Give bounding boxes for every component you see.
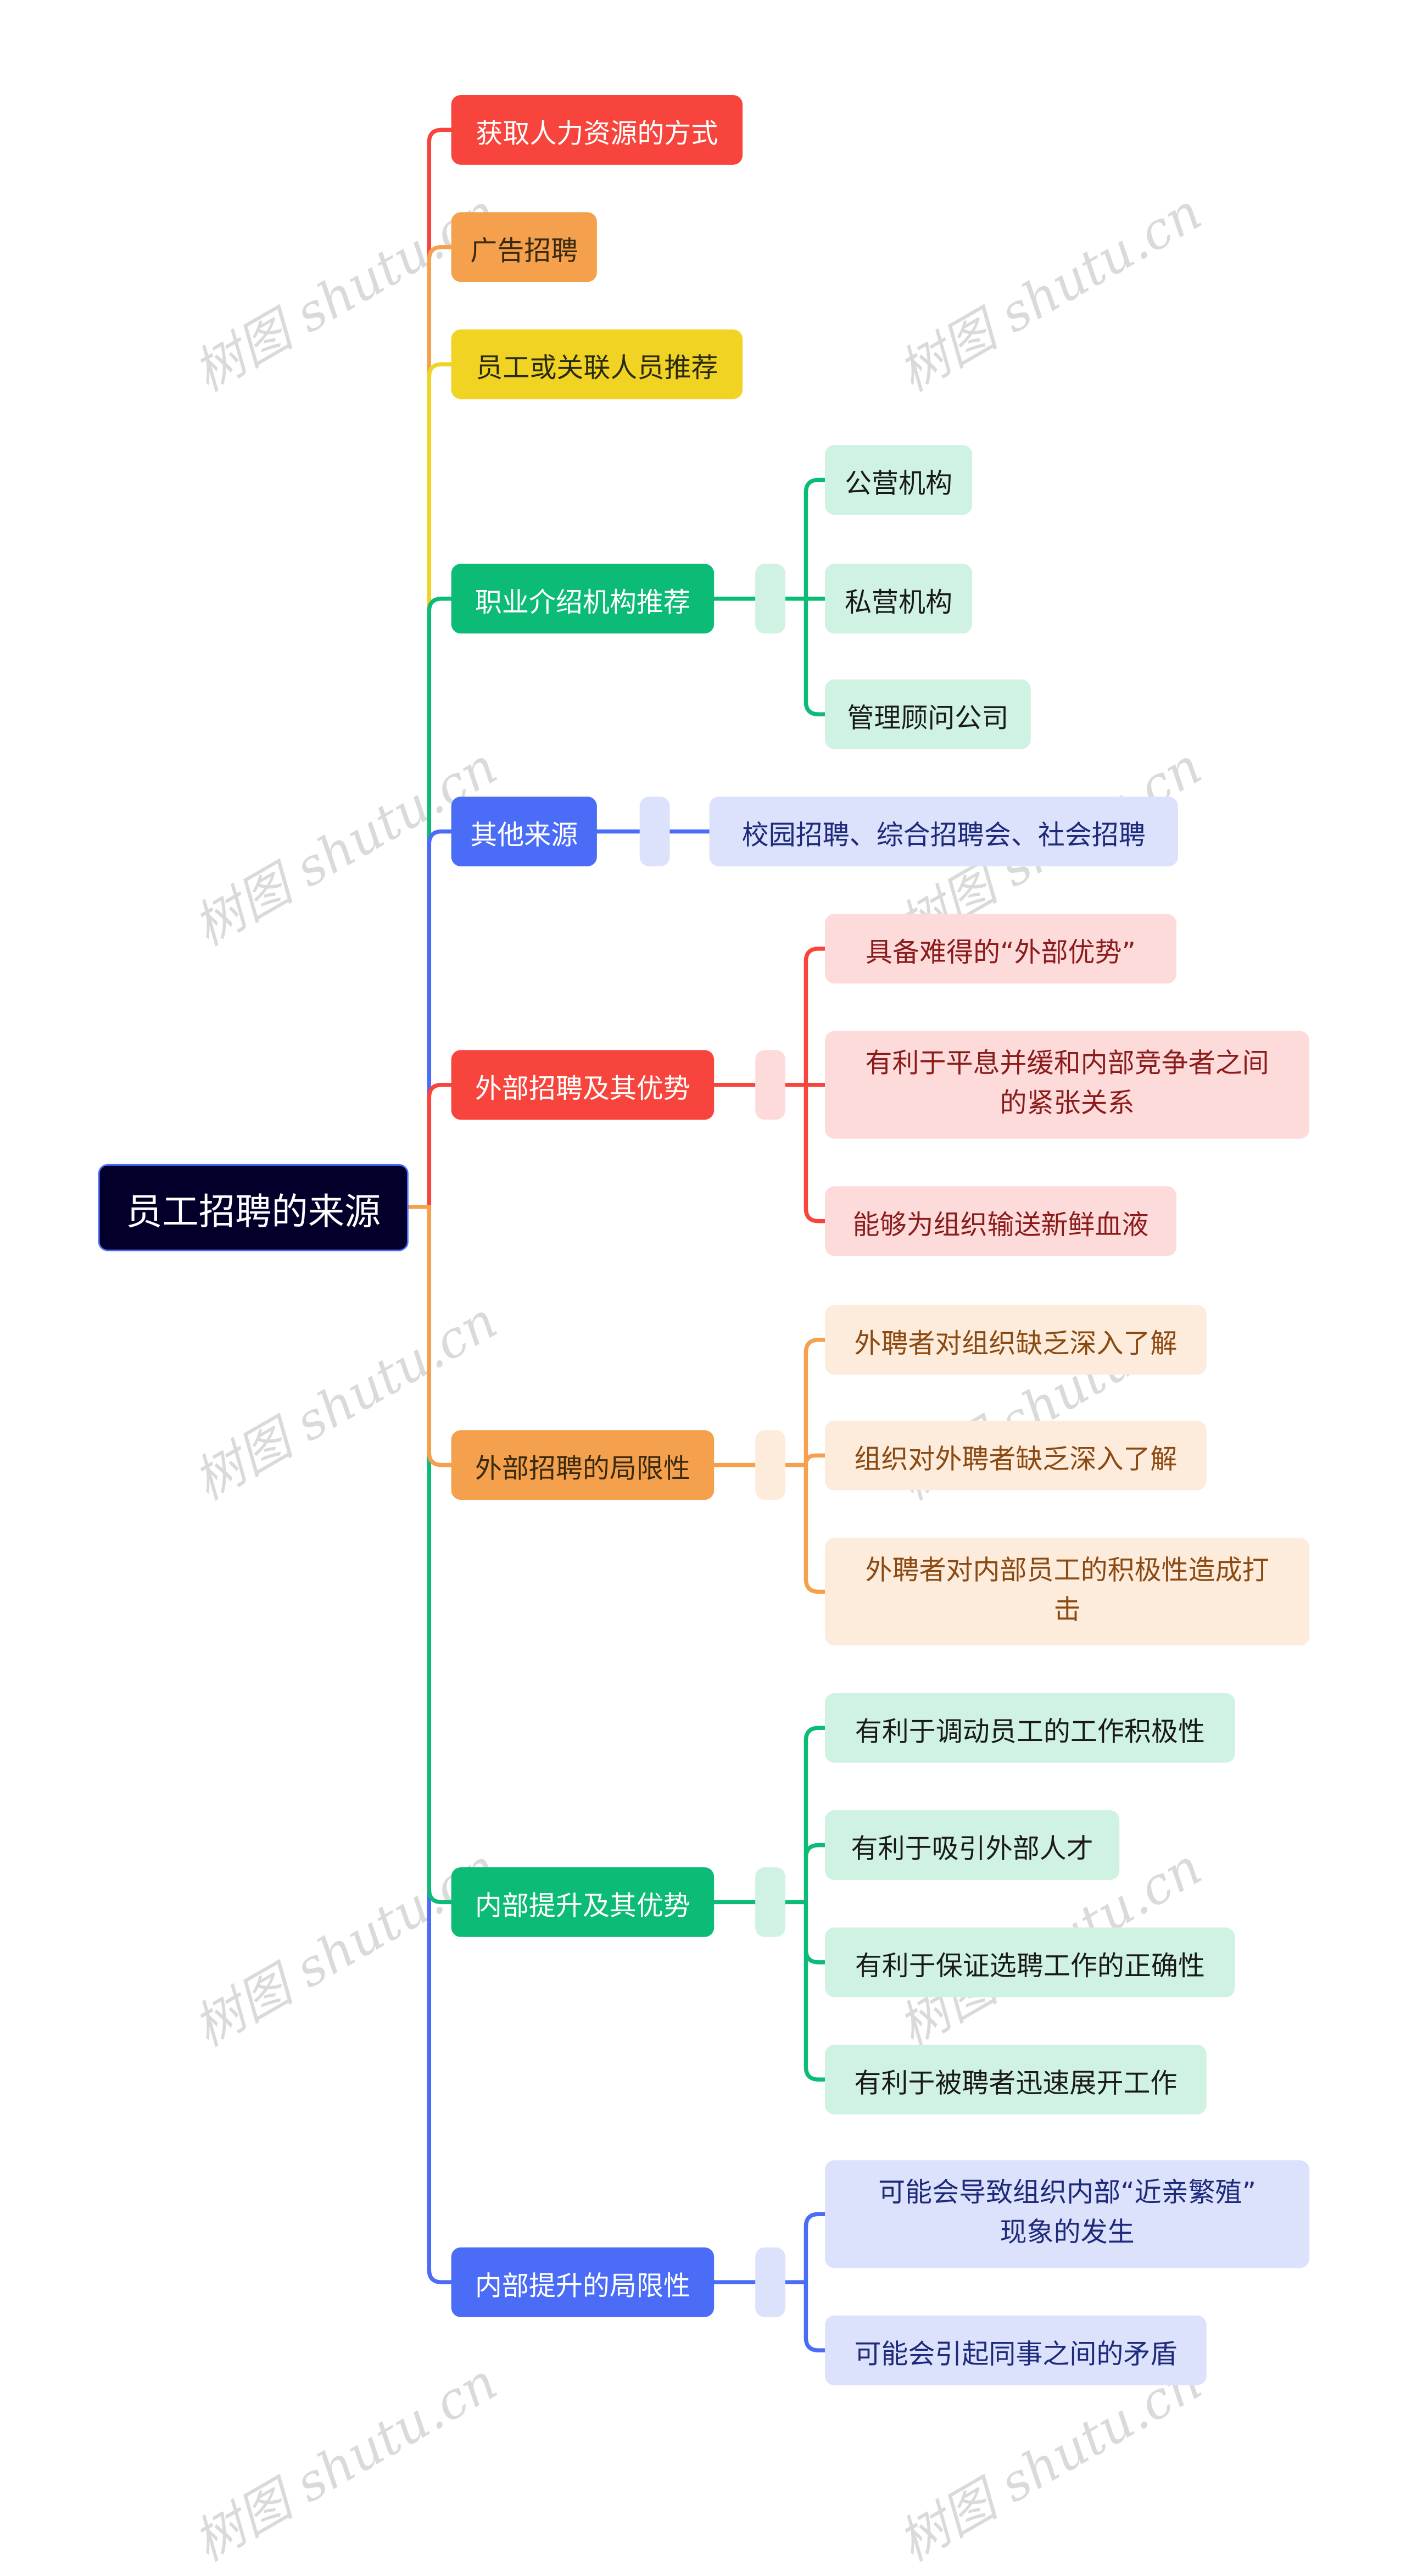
branch-collapse-toggle[interactable] (755, 2247, 785, 2317)
leaf-node[interactable]: 管理顾问公司 (824, 679, 1031, 749)
connector (712, 1338, 827, 1594)
leaf-node[interactable]: 组织对外聘者缺乏深入了解 (824, 1420, 1207, 1490)
connector-lines (406, 127, 827, 2352)
leaf-text-line: 外聘者对内部员工的积极性造成打 (865, 1555, 1269, 1587)
branch-collapse-toggle[interactable] (755, 564, 785, 634)
leaf-node[interactable]: 公营机构 (824, 445, 973, 515)
connector (712, 477, 827, 716)
leaf-node[interactable]: 有利于保证选聘工作的正确性 (824, 1927, 1235, 1998)
connector (406, 1205, 454, 2285)
connector (712, 2212, 827, 2352)
leaf-node[interactable]: 具备难得的“外部优势” (824, 914, 1176, 984)
connector (406, 1083, 454, 1209)
connector (406, 244, 454, 1209)
leaf-text-line: 有利于平息并缓和内部竞争者之间 (865, 1048, 1269, 1081)
branch-node-advertising[interactable]: 广告招聘 (451, 212, 597, 282)
branch-collapse-toggle[interactable] (755, 1050, 785, 1120)
leaf-text-line: 可能会导致组织内部“近亲繁殖” (878, 2177, 1257, 2210)
connector (406, 596, 454, 1209)
leaf-node[interactable]: 有利于被聘者迅速展开工作 (824, 2044, 1207, 2115)
leaf-text-line: 现象的发生 (1000, 2217, 1135, 2249)
connector (406, 1205, 454, 1905)
connector (406, 1205, 454, 1467)
leaf-node[interactable]: 外聘者对组织缺乏深入了解 (824, 1305, 1207, 1375)
connector (712, 1726, 827, 2082)
leaf-node[interactable]: 有利于平息并缓和内部竞争者之间 的紧张关系 (824, 1031, 1310, 1139)
leaf-node[interactable]: 有利于吸引外部人才 (824, 1810, 1120, 1880)
leaf-text-line: 击 (1053, 1595, 1081, 1627)
branch-node-acquire-hr[interactable]: 获取人力资源的方式 (451, 94, 743, 165)
leaf-text-line: 的紧张关系 (1000, 1088, 1135, 1120)
leaf-node[interactable]: 校园招聘、综合招聘会、社会招聘 (709, 797, 1178, 866)
branch-node-internal-advantages[interactable]: 内部提升及其优势 (451, 1867, 715, 1937)
branch-node-other-sources[interactable]: 其他来源 (451, 797, 597, 866)
branch-node-referral[interactable]: 员工或关联人员推荐 (451, 329, 743, 399)
root-node[interactable]: 员工招聘的来源 (98, 1164, 409, 1251)
branch-node-external-limitations[interactable]: 外部招聘的局限性 (451, 1430, 715, 1500)
branch-collapse-toggle[interactable] (639, 797, 670, 866)
branch-node-internal-limitations[interactable]: 内部提升的局限性 (451, 2247, 715, 2317)
connector (406, 362, 454, 1209)
connector (712, 947, 827, 1223)
branch-collapse-toggle[interactable] (755, 1430, 785, 1500)
branch-collapse-toggle[interactable] (755, 1867, 785, 1937)
leaf-node[interactable]: 能够为组织输送新鲜血液 (824, 1186, 1176, 1256)
leaf-node[interactable]: 可能会导致组织内部“近亲繁殖” 现象的发生 (824, 2160, 1310, 2268)
branch-node-agency[interactable]: 职业介绍机构推荐 (451, 564, 715, 634)
connector (406, 829, 454, 1209)
leaf-node[interactable]: 私营机构 (824, 564, 973, 634)
leaf-node[interactable]: 可能会引起同事之间的矛盾 (824, 2315, 1207, 2385)
leaf-node[interactable]: 外聘者对内部员工的积极性造成打 击 (824, 1538, 1310, 1646)
leaf-node[interactable]: 有利于调动员工的工作积极性 (824, 1693, 1235, 1763)
mindmap-canvas: 树图 shutu.cn 树图 shutu.cn 树图 shutu.cn 树图 s… (98, 94, 1310, 2573)
connector (406, 127, 454, 1209)
branch-node-external-advantages[interactable]: 外部招聘及其优势 (451, 1050, 715, 1120)
